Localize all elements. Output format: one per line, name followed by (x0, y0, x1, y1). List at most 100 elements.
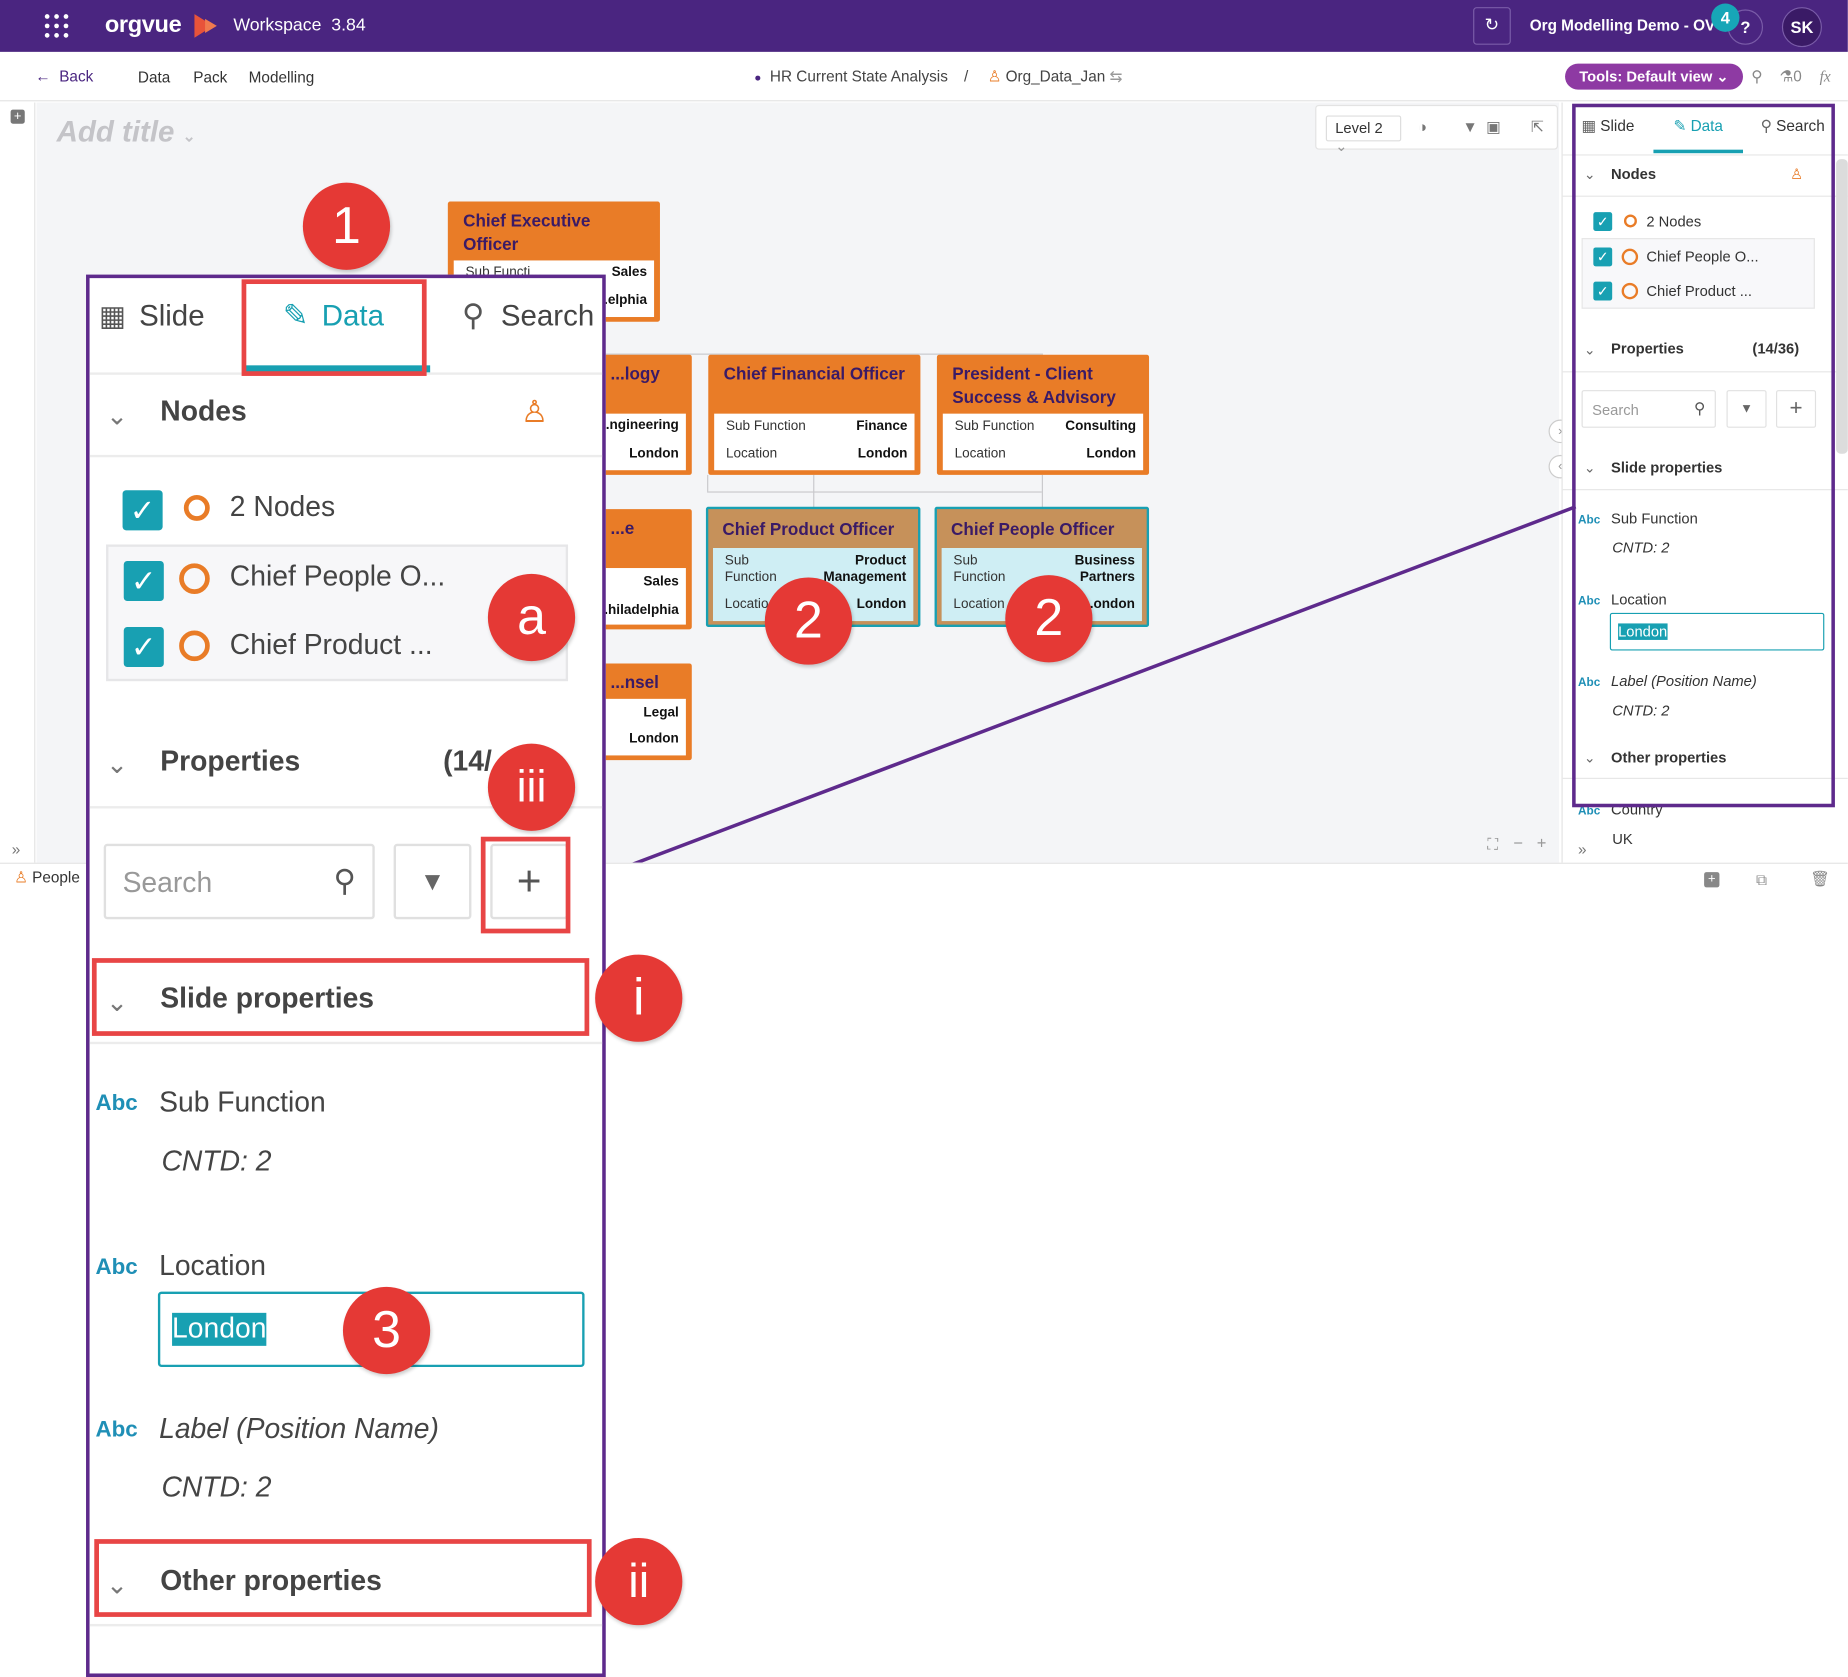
checkbox-chief-product[interactable]: ✓ (1593, 281, 1613, 301)
nav-modelling[interactable]: Modelling (248, 68, 315, 87)
zoom-filter-button[interactable]: ▼ (393, 843, 472, 920)
chevron-down-icon[interactable]: ⌄ (106, 749, 128, 779)
breadcrumb-analysis[interactable]: ● HR Current State Analysis (754, 67, 948, 85)
zoom-prop-location-label: Location (159, 1250, 267, 1283)
search-icon: ⚲ (461, 296, 485, 333)
org-node-sales[interactable]: ...e Sales ...hiladelphia (595, 509, 692, 630)
tab-search[interactable]: ⚲ Search (1760, 116, 1825, 135)
node-ring-icon (1621, 282, 1639, 300)
chevron-down-icon[interactable]: ⌄ (1583, 166, 1596, 183)
person-icon: ♙ (987, 67, 1002, 85)
node-item-chief-people[interactable]: Chief People O... (1646, 248, 1759, 266)
nav-data[interactable]: Data (137, 68, 171, 87)
node-title: Chief Executive Officer (463, 212, 591, 255)
prop-label-value[interactable]: CNTD: 2 (1612, 702, 1670, 719)
nodes-header[interactable]: Nodes (1611, 166, 1657, 183)
zoom-checkbox-chief-product[interactable]: ✓ (123, 626, 164, 668)
annotation-badge-i: i (595, 954, 683, 1042)
checkbox-chief-people[interactable]: ✓ (1593, 247, 1613, 267)
prop-country-value[interactable]: UK (1612, 830, 1633, 848)
tools-view-dropdown[interactable]: Tools: Default view ⌄ (1565, 63, 1743, 90)
palette-icon[interactable]: ◑ (1417, 117, 1427, 136)
chevron-down-icon[interactable]: ⌄ (106, 400, 128, 431)
other-properties-header[interactable]: Other properties (1611, 749, 1727, 767)
nav-pack[interactable]: Pack (193, 68, 228, 87)
org-node-counsel[interactable]: ...nsel Legal London (595, 663, 692, 761)
add-icon[interactable]: + (1704, 872, 1720, 888)
people-tab[interactable]: ♙ People (14, 868, 80, 887)
checkbox-2-nodes[interactable]: ✓ (1593, 212, 1613, 231)
search-icon: ⚲ (1760, 116, 1772, 135)
text-type-icon: Abc (1578, 804, 1601, 818)
chevron-down-icon[interactable]: ⌄ (1583, 749, 1596, 767)
comment-icon[interactable]: ▣ (1486, 117, 1501, 136)
expand-icon[interactable]: » (1578, 840, 1587, 858)
zoom-nodes-header[interactable]: Nodes (160, 395, 247, 428)
formula-icon[interactable]: fx (1819, 67, 1831, 85)
tab-slide[interactable]: ▦ Slide (1581, 116, 1635, 135)
breadcrumb-dataset[interactable]: ♙ Org_Data_Jan ⇆ (987, 67, 1123, 85)
prop-sub-function-value[interactable]: CNTD: 2 (1612, 539, 1670, 557)
zoom-checkbox-chief-people[interactable]: ✓ (123, 560, 164, 602)
zoom-prop-sub-function-value[interactable]: CNTD: 2 (161, 1145, 272, 1178)
person-icon[interactable]: ♙ (1790, 166, 1804, 183)
prop-location-input[interactable]: London (1609, 612, 1825, 651)
org-node-president[interactable]: President - Client Success & Advisory Su… (936, 354, 1150, 475)
zoom-tab-search[interactable]: Search (500, 299, 595, 333)
zoom-search-input[interactable]: Search ⚲ (103, 843, 375, 920)
filter-button[interactable]: ▼ (1726, 390, 1767, 428)
filter-icon[interactable]: ▼ (1462, 117, 1478, 136)
chevron-down-icon[interactable]: ⌄ (106, 987, 128, 1018)
nav-bar: ← Back Data Pack Modelling ● HR Current … (0, 52, 1848, 102)
zoom-in-icon[interactable]: + (1536, 833, 1547, 853)
zoom-node-item-chief-product[interactable]: Chief Product ... (229, 629, 433, 662)
properties-search-input[interactable]: Search ⚲ (1581, 390, 1716, 428)
zoom-other-properties[interactable]: Other properties (160, 1565, 382, 1597)
export-icon[interactable]: ⇱ (1530, 117, 1544, 136)
divider (89, 454, 603, 458)
trash-icon[interactable]: 🗑 (1810, 869, 1830, 888)
pin-icon[interactable]: ⚲ (1751, 67, 1763, 85)
person-icon[interactable]: ♙ (520, 393, 549, 429)
node-item-chief-product[interactable]: Chief Product ... (1646, 282, 1752, 300)
zoom-out-icon[interactable]: − (1513, 833, 1523, 853)
zoom-node-item-chief-people[interactable]: Chief People O... (229, 560, 446, 593)
add-slide-icon[interactable]: + (10, 109, 25, 124)
zoom-checkbox-2-nodes[interactable]: ✓ (122, 490, 163, 531)
node-item-2-nodes[interactable]: 2 Nodes (1646, 213, 1702, 230)
node-title: Chief Financial Officer (723, 365, 905, 385)
zoom-tab-slide[interactable]: Slide (139, 299, 205, 333)
zoom-slide-properties[interactable]: Slide properties (160, 982, 375, 1015)
panel-scrollbar[interactable] (1836, 159, 1848, 454)
tab-data[interactable]: ✎ Data (1673, 116, 1723, 135)
slide-properties-header[interactable]: Slide properties (1611, 459, 1723, 477)
add-property-button[interactable]: + (1775, 390, 1817, 428)
expand-icon[interactable]: » (11, 840, 21, 858)
properties-header[interactable]: Properties (1611, 340, 1684, 358)
chevron-down-icon[interactable]: ⌄ (106, 1569, 128, 1600)
back-button[interactable]: ← Back (35, 67, 94, 85)
text-type-icon: Abc (1578, 676, 1601, 690)
apps-grid-icon[interactable] (44, 14, 69, 38)
flask-icon[interactable]: ⚗0 (1779, 67, 1802, 85)
user-avatar[interactable]: SK (1781, 7, 1822, 48)
zoom-node-item-2-nodes[interactable]: 2 Nodes (229, 491, 336, 524)
zoom-prop-label-value[interactable]: CNTD: 2 (161, 1471, 272, 1504)
level-select[interactable]: Level 2 ⌄ (1325, 115, 1402, 154)
add-title-input[interactable]: Add title ⌄ (56, 115, 196, 149)
zoom-tab-data[interactable]: Data (321, 299, 384, 333)
chevron-down-icon[interactable]: ⌄ (1583, 341, 1596, 359)
highlight-slide-properties (91, 958, 590, 1036)
org-node-technology[interactable]: ...logy ...ngineering London (595, 354, 692, 475)
fit-screen-icon[interactable]: ⛶ (1487, 835, 1499, 854)
duplicate-icon[interactable]: ⧉ (1755, 870, 1767, 889)
sync-button[interactable]: ↻ (1473, 7, 1511, 45)
chevron-down-icon[interactable]: ⌄ (1583, 459, 1596, 477)
zoom-properties-header[interactable]: Properties (160, 745, 301, 778)
org-name[interactable]: Org Modelling Demo - OV (1529, 16, 1716, 35)
swap-icon: ⇆ (1109, 67, 1123, 85)
notification-badge[interactable]: 4 (1711, 3, 1740, 32)
